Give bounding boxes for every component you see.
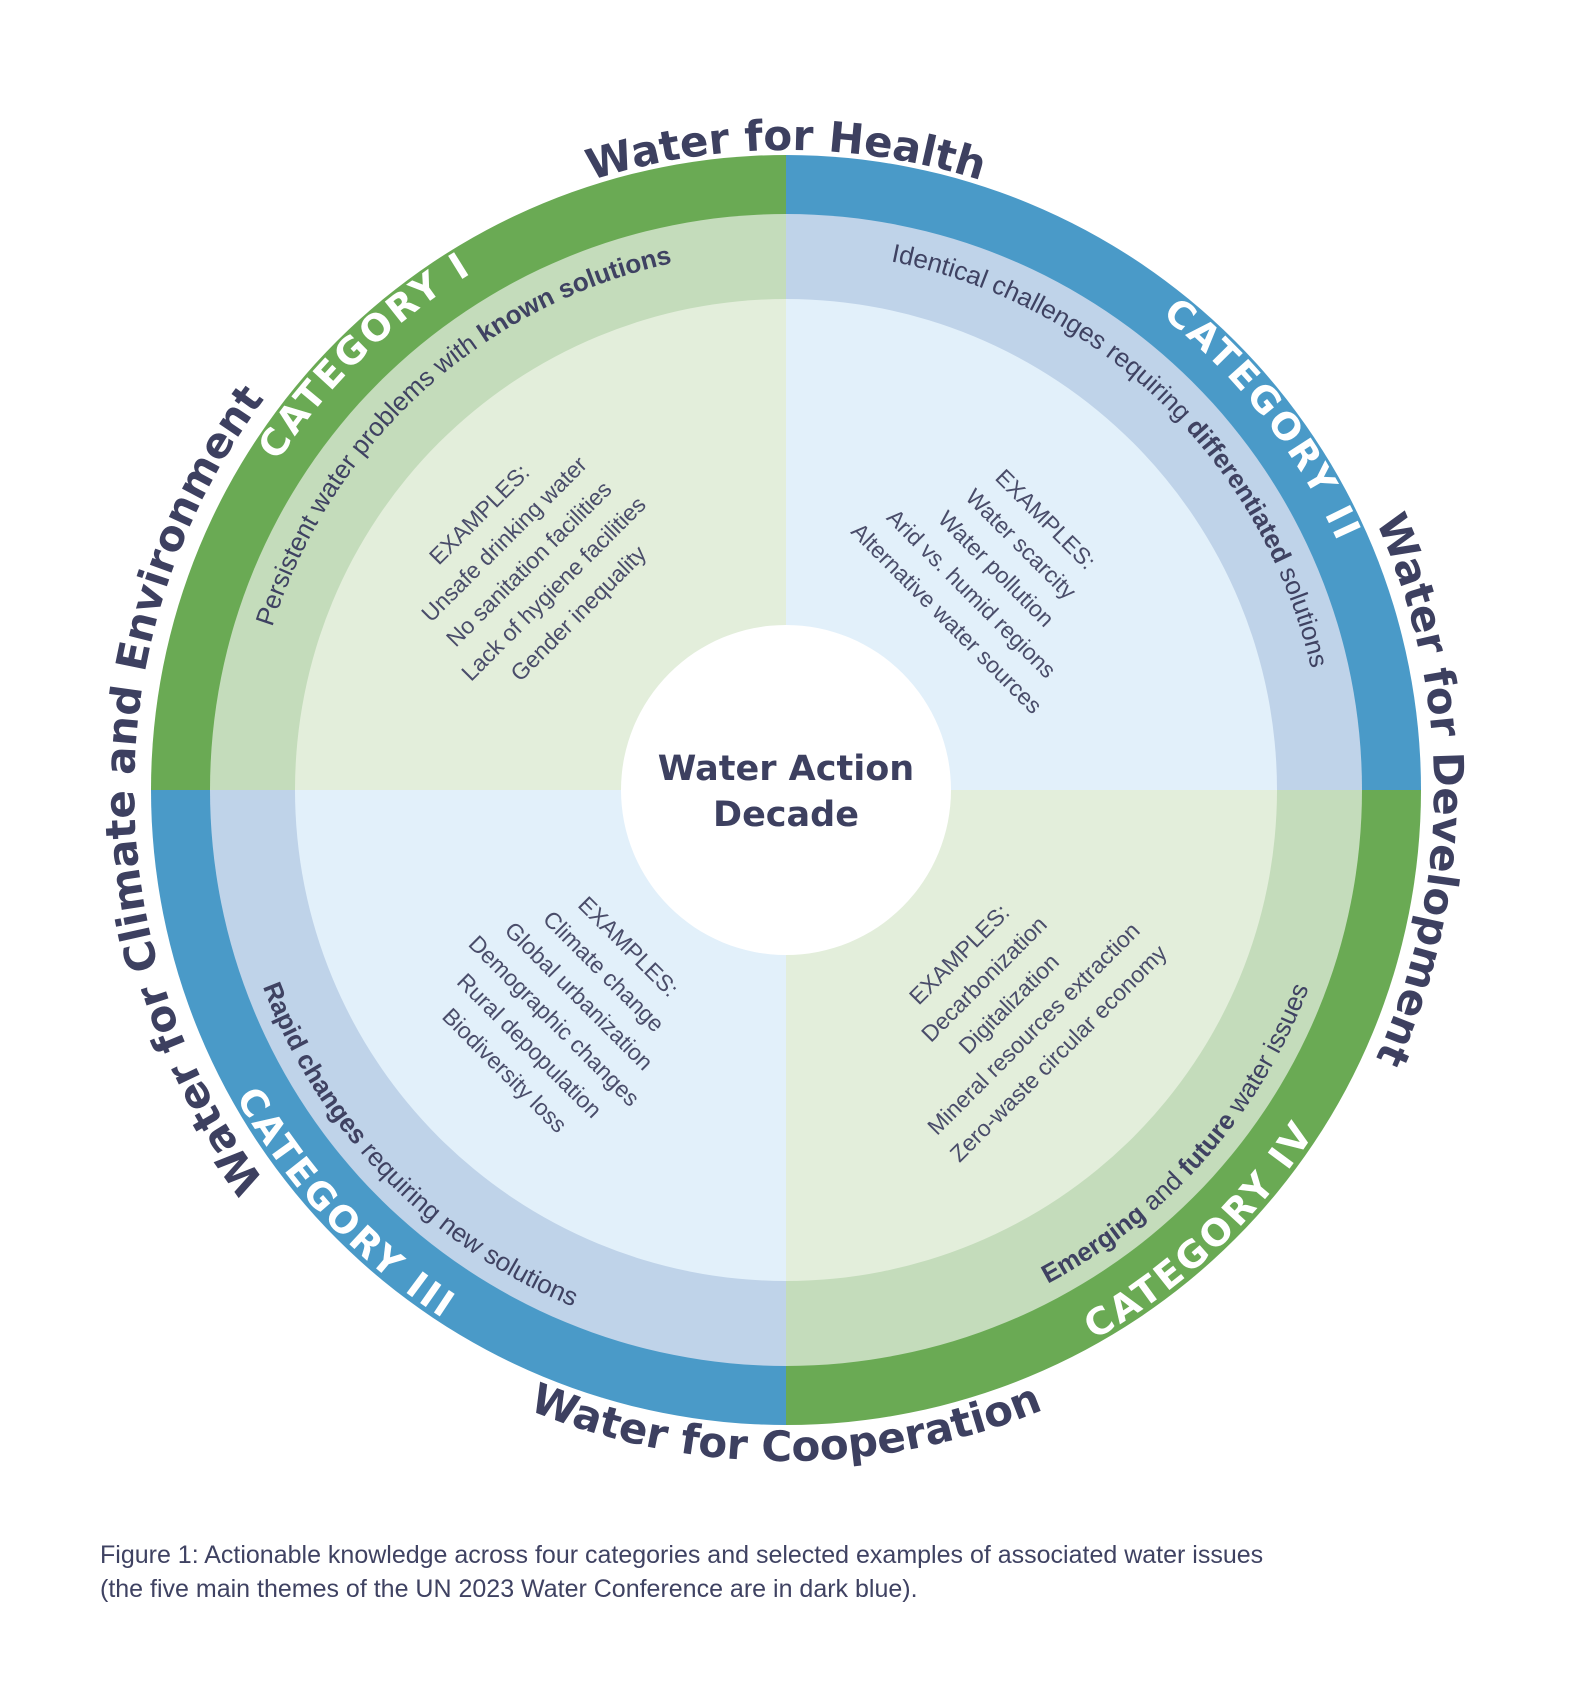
caption-line-2: (the five main themes of the UN 2023 Wat… (100, 1575, 918, 1603)
inner-ring-q4 (786, 790, 1277, 1281)
center-title-line1: Water Action (658, 749, 914, 789)
figure-caption: Figure 1: Actionable knowledge across fo… (100, 1538, 1500, 1606)
center-title-line2: Decade (713, 795, 859, 835)
caption-line-1: Figure 1: Actionable knowledge across fo… (100, 1541, 1264, 1569)
inner-ring-q1 (295, 299, 786, 790)
center-circle (621, 625, 951, 955)
inner-ring-q2 (786, 299, 1277, 790)
inner-ring-q3 (295, 790, 786, 1281)
